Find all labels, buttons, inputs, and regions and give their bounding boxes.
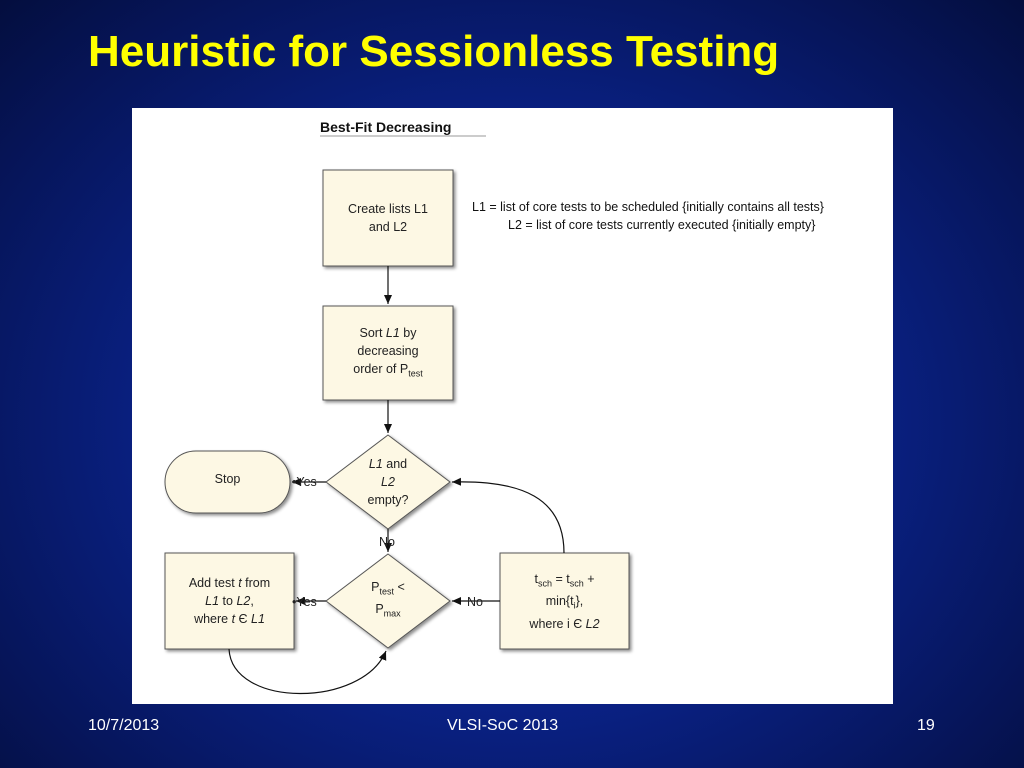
- update-time-line1: tsch = tsch +: [534, 571, 595, 589]
- edge-label-empty-no: No: [379, 535, 395, 549]
- sort-line3: order of Ptest: [353, 361, 423, 379]
- edge-label-power-yes: •Yes: [292, 595, 317, 609]
- legend: L1 = list of core tests to be scheduled …: [472, 198, 892, 234]
- edge-label-empty-yes: •Yes: [292, 475, 317, 489]
- add-test-line3: where t Є L1: [194, 612, 265, 626]
- sort-line1: Sort L1 by: [359, 325, 417, 340]
- power-check-line1: Ptest <: [371, 579, 405, 597]
- update-time-label: tsch = tsch + min{ti}, where i Є L2: [500, 553, 629, 649]
- edge-label-power-no: No: [467, 595, 483, 609]
- power-check-line2: Pmax: [375, 602, 401, 619]
- flowchart-canvas: [164, 135, 630, 695]
- footer-conference: VLSI-SoC 2013: [447, 717, 559, 734]
- add-test-line2: L1 to L2,: [205, 594, 254, 608]
- diagram-title: Best-Fit Decreasing: [320, 119, 452, 135]
- empty-check-line2: L2: [381, 475, 395, 489]
- update-time-line2: min{ti},: [545, 594, 584, 611]
- create-lists-line2: and L2: [368, 220, 408, 234]
- legend-line-l2: L2 = list of core tests currently execut…: [508, 218, 816, 232]
- create-lists-line1: Create lists L1: [348, 202, 428, 216]
- sort-line2: decreasing: [357, 343, 419, 358]
- footer-date: 10/7/2013: [88, 717, 160, 734]
- add-test-line1: Add test t from: [188, 576, 271, 590]
- power-check-diamond: [325, 553, 451, 649]
- stop-text: Stop: [214, 472, 241, 486]
- stop-terminal: [164, 450, 291, 514]
- slide-title: Heuristic for Sessionless Testing: [88, 27, 780, 76]
- add-test-label: Add test t from L1 to L2, where t Є L1: [165, 553, 294, 649]
- empty-check-label: L1 and L2 empty?: [346, 446, 430, 518]
- empty-check-line1: L1 and: [368, 457, 408, 471]
- footer-page-number: 19: [917, 717, 935, 734]
- power-check-label: Ptest < Pmax: [346, 571, 430, 629]
- stop-label: Stop: [165, 451, 290, 513]
- edge-update-to-empty: [451, 477, 565, 554]
- empty-check-line3: empty?: [367, 493, 409, 507]
- edge-add-to-power: [228, 648, 387, 695]
- legend-line-l1: L1 = list of core tests to be scheduled …: [472, 200, 824, 214]
- flowchart-figure: Best-Fit Decreasing L1 = list of core te…: [132, 108, 893, 704]
- update-time-line3: where i Є L2: [529, 616, 600, 631]
- create-lists-label: Create lists L1 and L2: [323, 170, 453, 266]
- sort-box: [322, 305, 454, 401]
- add-test-box: [164, 552, 295, 650]
- sort-label: Sort L1 by decreasing order of Ptest: [323, 306, 453, 400]
